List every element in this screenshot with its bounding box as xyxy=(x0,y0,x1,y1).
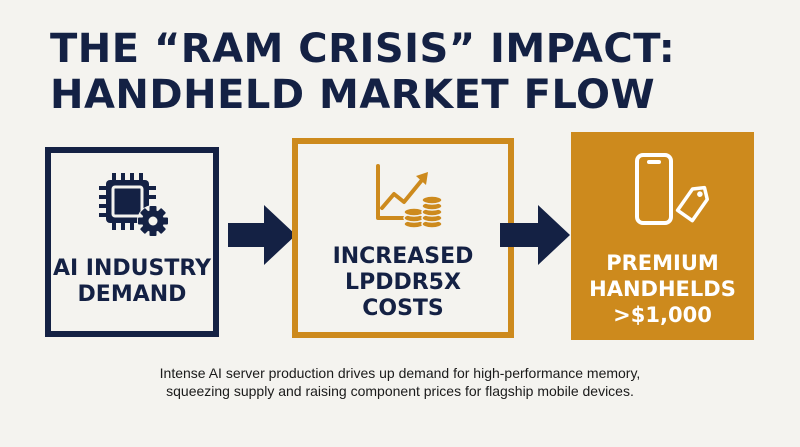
flow-arrow-2 xyxy=(500,205,570,265)
step-2-label: INCREASED LPDDR5X COSTS xyxy=(332,244,474,321)
caption: Intense AI server production drives up d… xyxy=(120,364,680,400)
smartphone-price-tag-icon xyxy=(635,153,710,225)
step-3-label: PREMIUM HANDHELDS >$1,000 xyxy=(589,251,736,327)
rising-chart-coins-icon xyxy=(376,164,443,229)
flow-step-ai-demand: AI INDUSTRY DEMAND xyxy=(45,147,219,337)
cpu-gear-icon xyxy=(99,173,169,237)
flow-step-premium-handhelds: PREMIUM HANDHELDS >$1,000 xyxy=(571,132,754,340)
flow-step-memory-costs: INCREASED LPDDR5X COSTS xyxy=(292,138,514,338)
caption-line-2: squeezing supply and raising component p… xyxy=(166,383,634,399)
step-1-label: AI INDUSTRY DEMAND xyxy=(52,256,212,307)
caption-line-1: Intense AI server production drives up d… xyxy=(159,365,641,381)
flow-arrow-1 xyxy=(228,205,296,265)
title-line-1: THE “RAM CRISIS” IMPACT: xyxy=(50,26,676,72)
page-title: THE “RAM CRISIS” IMPACT: HANDHELD MARKET… xyxy=(50,26,675,118)
title-line-2: HANDHELD MARKET FLOW xyxy=(50,72,656,118)
